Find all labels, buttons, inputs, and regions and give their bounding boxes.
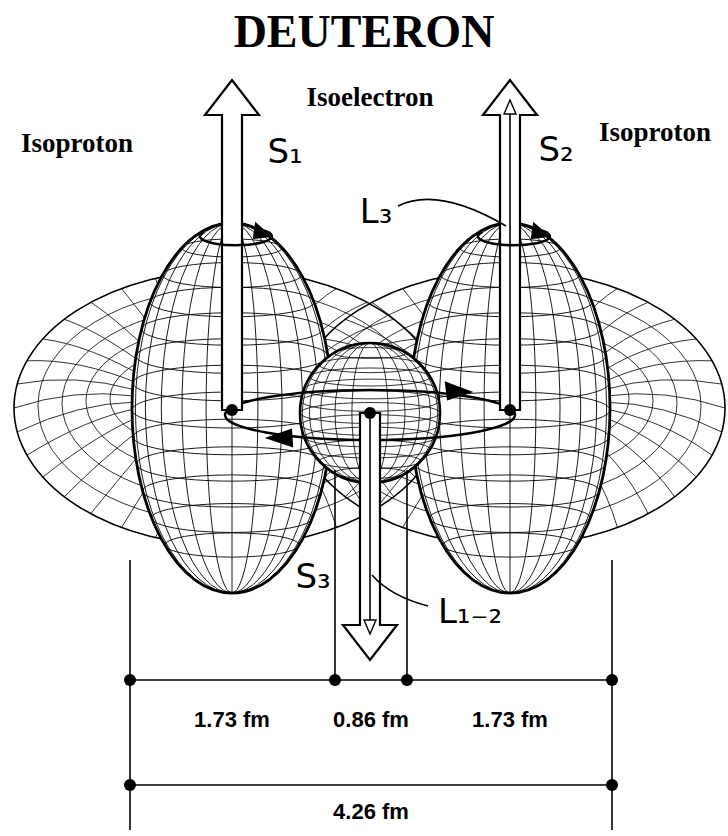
parallel [319, 357, 421, 372]
torus-line [604, 380, 722, 390]
spin-arrows [200, 80, 550, 660]
dimension-label: 1.73 fm [470, 708, 550, 731]
torus-line [27, 408, 140, 455]
parallel [152, 504, 313, 533]
component-label: Isoelectron [305, 83, 436, 111]
parallel [137, 447, 328, 481]
diagram-title: DEUTERON [232, 8, 497, 56]
dimension-label: 4.26 fm [331, 800, 411, 823]
parallel [421, 475, 600, 507]
torus-line [27, 361, 140, 384]
component-label: Isoproton [597, 118, 713, 146]
spin-label: S₃ [293, 559, 332, 595]
parallel [165, 533, 299, 557]
angular-momentum-label: L₁₋₂ [436, 594, 504, 630]
component-label: Isoproton [19, 129, 135, 157]
torus-line [14, 394, 134, 408]
torus-line [599, 408, 712, 455]
parallel [443, 533, 577, 557]
torus-line [17, 402, 135, 432]
spin-label: S₂ [536, 132, 575, 168]
parallel [310, 368, 430, 386]
angular-momentum-label: L₃ [358, 194, 395, 230]
parallel [143, 475, 322, 507]
dimension-label: 0.86 fm [331, 708, 411, 731]
parallel [430, 504, 591, 533]
spin-label: S₁ [265, 134, 304, 170]
parallel [334, 348, 406, 359]
torus-line [17, 380, 135, 390]
parallel [415, 447, 606, 481]
dimension-label: 1.73 fm [192, 708, 272, 731]
torus-line [605, 394, 725, 408]
dimension-lines [124, 470, 618, 830]
torus-line [604, 402, 722, 432]
